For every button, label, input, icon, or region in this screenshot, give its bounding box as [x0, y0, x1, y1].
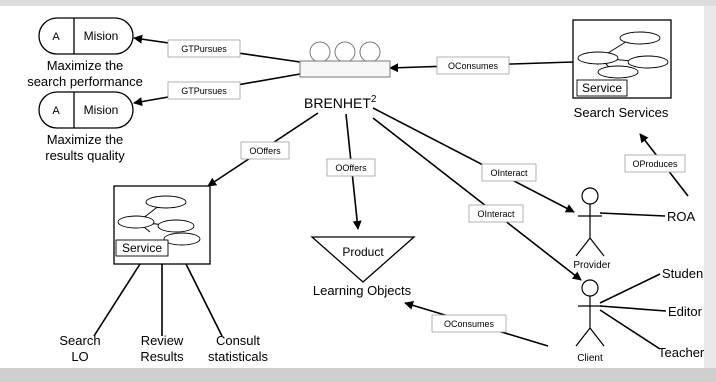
- svg-text:OInteract: OInteract: [490, 168, 528, 178]
- edge-label-ooffers-service: OOffers: [240, 141, 290, 160]
- student-label: Studen: [662, 266, 703, 281]
- edge-label-ointeract-provider: OInteract: [481, 163, 537, 182]
- window-frame-bottom: [0, 368, 716, 382]
- svg-text:OProduces: OProduces: [632, 159, 678, 169]
- svg-text:GTPursues: GTPursues: [181, 86, 227, 96]
- edge-service-search-line: [93, 263, 141, 337]
- consult-line2: statisticals: [208, 349, 268, 364]
- service-box: Service: [113, 185, 211, 265]
- roa-label: ROA: [667, 209, 696, 224]
- edge-provider-roa-line: [599, 212, 666, 217]
- review-results-line2: Results: [140, 349, 184, 364]
- editor-label: Editor: [668, 304, 703, 319]
- mission2-node: A Mision: [38, 91, 134, 129]
- provider-actor-icon: [575, 187, 605, 257]
- edge-label-gtpursues1: GTPursues: [167, 39, 241, 58]
- edge-label-oconsumes-services: OConsumes: [436, 56, 510, 75]
- search-services-caption: Search Services: [574, 105, 669, 120]
- search-lo-line2: LO: [71, 349, 88, 364]
- product-node: Product: [310, 236, 416, 283]
- edge-label-gtpursues2: GTPursues: [167, 81, 241, 100]
- svg-text:GTPursues: GTPursues: [181, 44, 227, 54]
- mission2-label: Mision: [84, 103, 119, 117]
- svg-text:OInteract: OInteract: [477, 209, 515, 219]
- brenhet-label: BRENHET2: [304, 94, 377, 111]
- mission2-caption-line1: Maximize the: [47, 132, 124, 147]
- edge-ointeract-provider-line: [372, 107, 575, 213]
- edge-client-teacher-line: [599, 309, 661, 350]
- review-results-line1: Review: [141, 333, 184, 348]
- mission1-letter: A: [52, 31, 60, 43]
- provider-label: Provider: [573, 260, 611, 271]
- mission1-label: Mision: [84, 29, 119, 43]
- svg-text:OConsumes: OConsumes: [444, 319, 495, 329]
- service-box-label: Service: [122, 241, 162, 255]
- window-frame-top: [0, 0, 716, 6]
- svg-text:OOffers: OOffers: [249, 146, 281, 156]
- mission1-node: A Mision: [38, 17, 134, 55]
- search-lo-line1: Search: [59, 333, 100, 348]
- edge-client-student-line: [599, 273, 661, 304]
- mission1-caption-line1: Maximize the: [47, 58, 124, 73]
- edge-label-oproduces: OProduces: [624, 154, 686, 173]
- teacher-label: Teacher: [658, 345, 704, 360]
- edge-label-ooffers-product: OOffers: [326, 158, 376, 177]
- mission2-caption-line2: results quality: [45, 148, 125, 163]
- search-services-box-label: Service: [582, 81, 622, 95]
- edge-label-oconsumes-client: OConsumes: [431, 314, 507, 333]
- consult-line1: Consult: [216, 333, 260, 348]
- brenhet-organization-icon: [299, 41, 391, 78]
- edge-ointeract-client-line: [372, 117, 582, 281]
- edge-client-editor-line: [599, 305, 667, 312]
- client-actor-icon: [575, 279, 605, 347]
- product-label: Product: [342, 245, 384, 259]
- client-label: Client: [577, 353, 603, 364]
- diagram-canvas: GTPursues GTPursues OConsumes OOffers OO…: [0, 6, 704, 368]
- svg-text:OOffers: OOffers: [335, 163, 367, 173]
- product-caption: Learning Objects: [313, 283, 412, 298]
- mission1-caption-line2: search performance: [27, 74, 143, 89]
- agent-diagram: GTPursues GTPursues OConsumes OOffers OO…: [27, 17, 704, 364]
- mission2-letter: A: [52, 105, 60, 117]
- edge-service-consult-line: [185, 263, 223, 337]
- edge-label-ointeract-client: OInteract: [468, 204, 524, 223]
- search-services-box: Service: [572, 19, 672, 99]
- svg-text:OConsumes: OConsumes: [448, 61, 499, 71]
